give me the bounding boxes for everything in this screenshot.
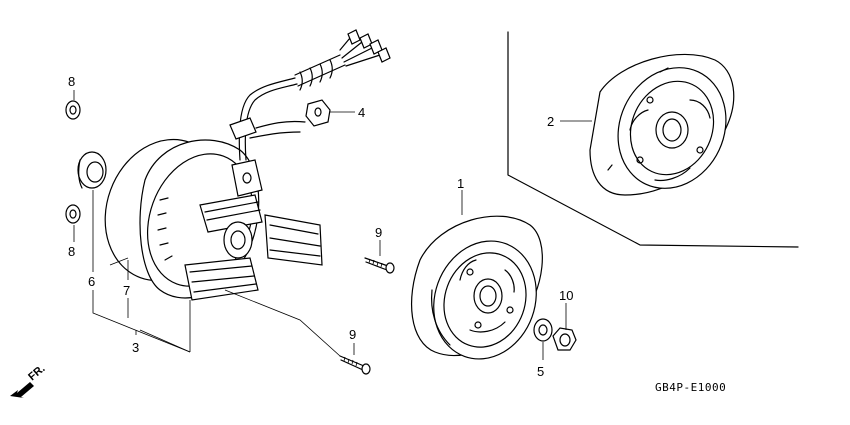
inset-bracket: [507, 31, 799, 248]
wiring-harness: [229, 29, 391, 161]
nut-part-10: [552, 327, 577, 351]
callout-9-bottom: 9: [349, 327, 356, 342]
screw-top-part-9: [364, 257, 395, 274]
callout-labels: 1 2 3 4 5 6 7 8 8 9 9 10: [68, 74, 573, 379]
screw-bottom-part-9: [339, 355, 371, 375]
o-ring-top-part-8: [65, 100, 81, 120]
callout-10: 10: [559, 288, 573, 303]
front-direction-arrow-icon: FR.: [10, 363, 48, 398]
callout-3: 3: [132, 340, 139, 355]
o-ring-bottom-part-8: [65, 204, 81, 224]
callout-2: 2: [547, 114, 554, 129]
oil-seal-part-6: [77, 151, 107, 189]
direction-label: FR.: [26, 363, 47, 384]
flywheel-part-1: [410, 215, 543, 360]
callout-7: 7: [123, 283, 130, 298]
clip-part-4: [305, 99, 331, 127]
flywheel-alternate-part-2: [589, 53, 735, 196]
callout-1: 1: [457, 176, 464, 191]
callout-8-bottom: 8: [68, 244, 75, 259]
callout-5: 5: [537, 364, 544, 379]
callout-4: 4: [358, 105, 365, 120]
diagram-code: GB4P-E1000: [655, 381, 726, 394]
leader-lines: [73, 90, 592, 360]
washer-part-5: [533, 318, 553, 342]
callout-8-top: 8: [68, 74, 75, 89]
callout-6: 6: [88, 274, 95, 289]
callout-9-top: 9: [375, 225, 382, 240]
stator-assembly-part-3: [104, 138, 323, 301]
